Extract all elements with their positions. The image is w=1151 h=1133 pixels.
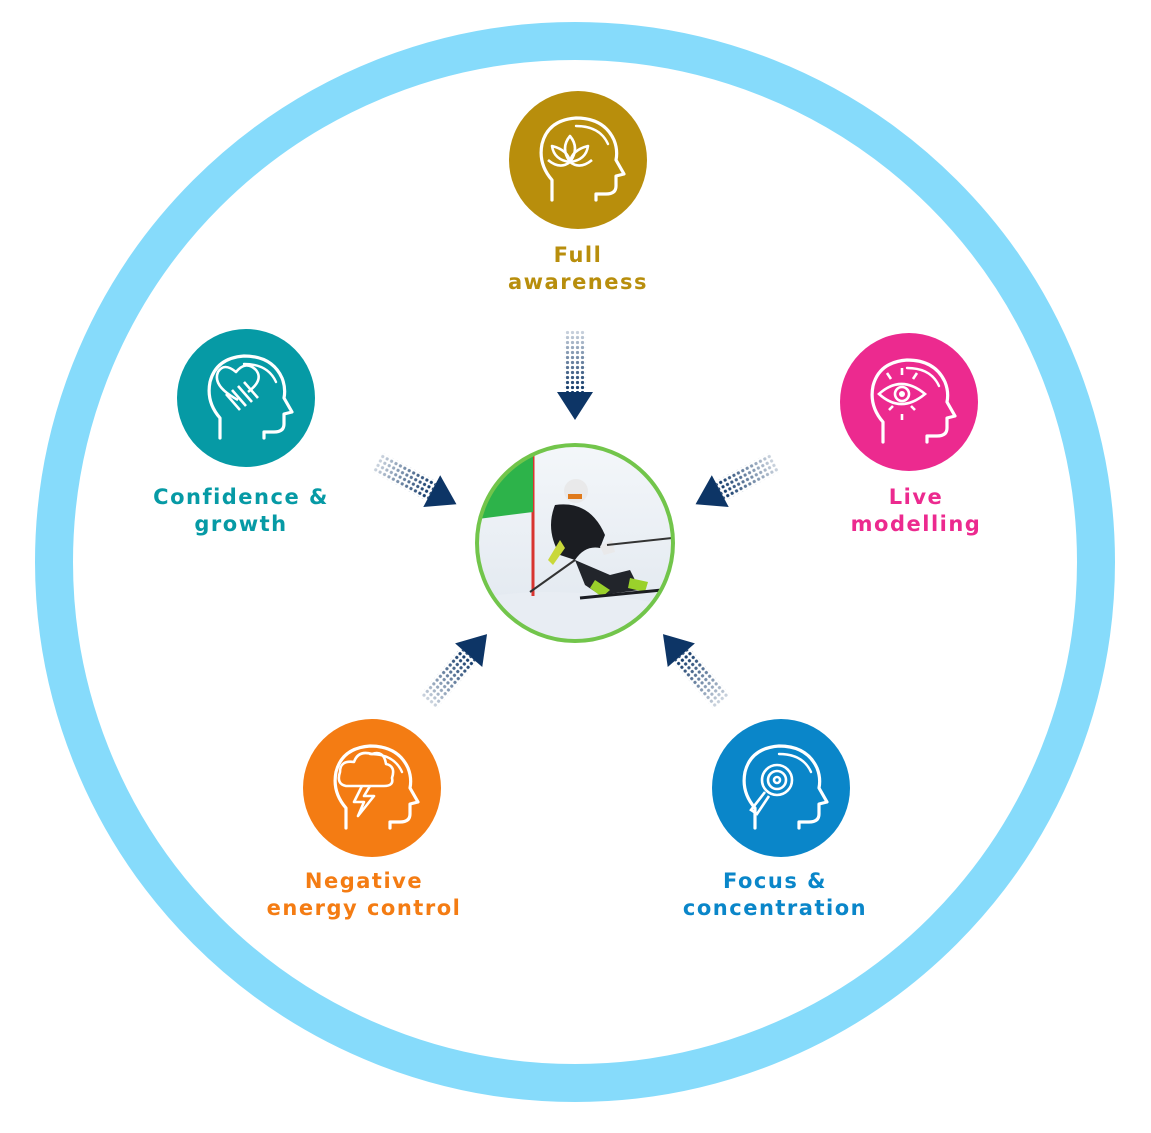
node-confidence-growth [177, 329, 315, 467]
label-focus-concentration-line1: Focus & [723, 869, 827, 893]
label-confidence-growth: Confidence & growth [91, 484, 391, 538]
label-live-modelling: Live modelling [766, 484, 1066, 538]
label-confidence-growth-line1: Confidence & [153, 485, 329, 509]
label-focus-concentration: Focus & concentration [625, 868, 925, 922]
label-full-awareness-line2: awareness [507, 270, 649, 294]
label-negative-energy-control-line1: Negative [304, 869, 424, 893]
nodes-group [177, 91, 978, 857]
storm-cloud-head-icon [333, 744, 420, 830]
arrow-full-awareness [557, 330, 593, 420]
arrow-head-full-awareness [557, 392, 593, 420]
heart-hand-head-icon [207, 354, 294, 440]
node-circle-negative-energy-control [303, 719, 441, 857]
arrow-tail-confidence-growth [371, 452, 437, 501]
node-circle-confidence-growth [177, 329, 315, 467]
arrow-tail-live-modelling [715, 452, 781, 501]
label-full-awareness: Full awareness [428, 242, 728, 296]
arrows-group [371, 330, 781, 710]
node-live-modelling [840, 333, 978, 471]
skier-figure [529, 479, 673, 600]
node-focus-concentration [712, 719, 850, 857]
arrow-tail-focus-concentration [673, 647, 731, 710]
label-confidence-growth-line2: growth [194, 512, 288, 536]
arrow-head-confidence-growth [423, 475, 457, 508]
node-full-awareness [509, 91, 647, 229]
center-photo-border [475, 443, 675, 643]
arrow-live-modelling [695, 452, 781, 508]
lotus-head-icon [539, 116, 626, 202]
arrow-confidence-growth [371, 452, 457, 508]
center-photo [475, 443, 675, 643]
eye-head-icon [870, 358, 957, 444]
arrow-tail-negative-energy-control [419, 647, 477, 710]
arrow-negative-energy-control [419, 634, 488, 710]
label-negative-energy-control-line2: energy control [266, 896, 462, 920]
arrow-head-negative-energy-control [455, 634, 488, 668]
label-full-awareness-line1: Full [553, 243, 603, 267]
arrow-head-focus-concentration [662, 634, 695, 668]
label-negative-energy-control: Negative energy control [214, 868, 514, 922]
label-live-modelling-line1: Live [888, 485, 944, 509]
label-live-modelling-line2: modelling [850, 512, 982, 536]
arrow-tail-full-awareness [564, 330, 586, 392]
magnifier-head-icon [742, 744, 829, 830]
label-focus-concentration-line2: concentration [682, 896, 868, 920]
arrow-head-live-modelling [695, 475, 729, 508]
arrow-focus-concentration [662, 634, 731, 710]
node-negative-energy-control [303, 719, 441, 857]
outer-ring [35, 22, 1115, 1102]
